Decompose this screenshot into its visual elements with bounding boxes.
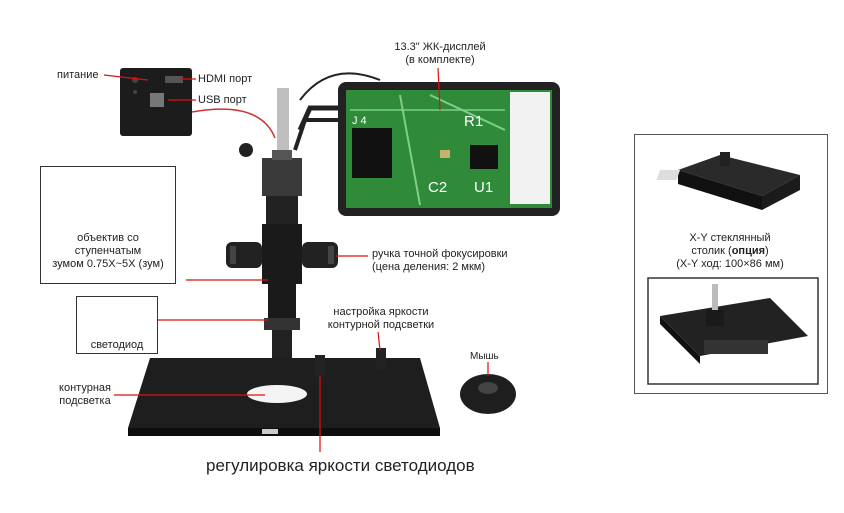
backlight-label-line2: подсветка	[59, 395, 111, 407]
brightness-label: настройка яркости контурной подсветки	[316, 306, 446, 332]
xy-stage-label: X-Y стеклянный столик (опция) (X-Y ход: …	[640, 232, 820, 271]
objective-label: объектив со ступенчатым зумом 0.75X~5X (…	[40, 232, 176, 271]
display-label-line2: (в комплекте)	[405, 54, 475, 66]
focus-label-line1: ручка точной фокусировки	[372, 248, 508, 260]
xy-stage-label-line1: X-Y стеклянный	[689, 232, 771, 244]
pcb-mark-c2: C2	[428, 179, 447, 196]
led-label: светодиод	[90, 339, 144, 351]
camera-head	[262, 158, 302, 196]
xy-line2-option: опция	[731, 245, 766, 257]
led-inset	[76, 296, 158, 354]
pcb-mark-r1: R1	[464, 113, 483, 130]
display-label-line1: 13.3" ЖК-дисплей	[394, 41, 486, 53]
display-label: 13.3" ЖК-дисплей (в комплекте)	[370, 41, 510, 67]
base-platform	[128, 358, 440, 436]
led-brightness-knob	[315, 355, 325, 377]
backlight-label: контурная подсветка	[50, 382, 120, 408]
pointer-lines	[103, 67, 489, 452]
objective-inset	[40, 166, 176, 284]
mouse-label: Мышь	[470, 351, 499, 362]
hdmi-label: HDMI порт	[198, 73, 253, 85]
objective-label-line1: объектив со	[77, 232, 139, 244]
brightness-label-line2: контурной подсветки	[327, 319, 435, 331]
focus-block	[226, 224, 338, 284]
backlight-label-line1: контурная	[59, 382, 111, 394]
xy-stage-label-line2: столик (опция)	[640, 245, 820, 258]
xy-line2-c: )	[765, 245, 769, 257]
camera-box	[120, 68, 192, 136]
backlight-knob	[376, 348, 386, 370]
led-brightness-caption: регулировка яркости светодиодов	[206, 456, 475, 475]
xy-stage-label-line3: (X-Y ход: 100×86 мм)	[676, 258, 784, 270]
focus-label-line2: (цена деления: 2 мкм)	[372, 261, 485, 273]
objective-label-line3: зумом 0.75X~5X (зум)	[52, 258, 164, 270]
focus-label: ручка точной фокусировки (цена деления: …	[372, 248, 508, 274]
objective-label-line2: ступенчатым	[74, 245, 142, 257]
xy-line2-a: столик (	[691, 245, 732, 257]
power-label: питание	[57, 69, 99, 81]
pcb-mark-j4: J 4	[352, 115, 367, 127]
usb-label: USB порт	[198, 94, 247, 106]
zoom-lens	[268, 284, 296, 320]
brightness-label-line1: настройка яркости	[333, 306, 429, 318]
pcb-mark-u1: U1	[474, 179, 493, 196]
lcd-monitor: R1 C2 U1 J 4	[338, 82, 560, 216]
lock-knob	[239, 143, 253, 157]
